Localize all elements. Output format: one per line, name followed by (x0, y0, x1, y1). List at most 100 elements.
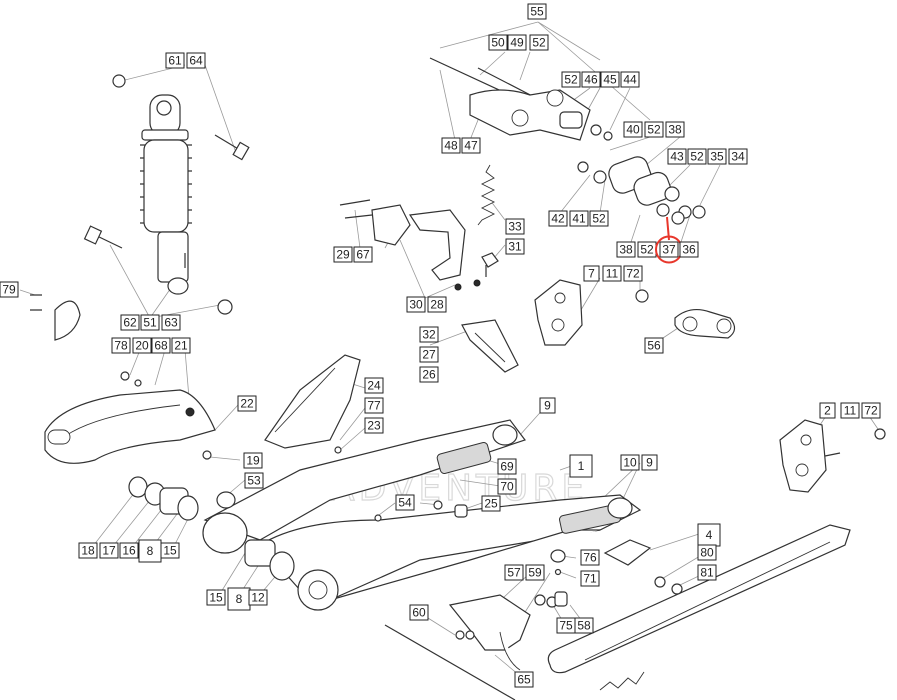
part-label-box (644, 121, 664, 138)
part-label-59: 59 (525, 564, 545, 581)
part-label-text: 60 (412, 606, 426, 620)
part-label-box (111, 337, 131, 354)
part-label-10: 10 (620, 454, 640, 471)
part-label-box (419, 326, 439, 343)
part-label-78: 78 (111, 337, 131, 354)
part-label-text: 52 (640, 243, 654, 257)
part-label-text: 58 (577, 619, 591, 633)
part-label-text: 81 (700, 566, 714, 580)
part-label-box (728, 148, 748, 165)
part-label-50: 50 (488, 34, 508, 51)
part-label-45: 45 (600, 71, 620, 88)
part-label-52: 52 (637, 241, 657, 258)
part-label-41: 41 (569, 210, 589, 227)
highlight-leader (666, 216, 670, 241)
part-label-box (620, 454, 640, 471)
part-label-67: 67 (353, 246, 373, 263)
part-label-text: 22 (240, 397, 254, 411)
part-label-text: 78 (114, 339, 128, 353)
part-label-38: 38 (616, 241, 636, 258)
part-label-68: 68 (151, 337, 171, 354)
part-label-72: 72 (623, 265, 643, 282)
part-label-15: 15 (206, 589, 226, 606)
part-label-64: 64 (186, 52, 206, 69)
part-label-20: 20 (132, 337, 152, 354)
part-label-box (539, 397, 556, 414)
shock-absorber-part (140, 94, 192, 295)
part-label-8: 8 (227, 587, 251, 611)
part-label-text: 67 (356, 248, 370, 262)
part-label-box (644, 337, 664, 354)
part-label-text: 9 (646, 456, 653, 470)
part-label-71: 71 (580, 570, 600, 587)
part-label-text: 34 (731, 150, 745, 164)
part-label-box (697, 564, 717, 581)
part-label-24: 24 (364, 377, 384, 394)
part-label-text: 51 (143, 316, 157, 330)
part-label-text: 52 (592, 212, 606, 226)
part-label-box (333, 246, 353, 263)
part-label-box (488, 34, 508, 51)
part-label-text: 72 (864, 404, 878, 418)
part-label-box (514, 671, 534, 688)
part-label-box (504, 564, 524, 581)
part-label-box (548, 210, 568, 227)
part-label-text: 52 (564, 73, 578, 87)
part-label-text: 33 (508, 220, 522, 234)
part-label-2: 2 (819, 402, 836, 419)
part-label-text: 38 (668, 123, 682, 137)
part-label-box (395, 494, 415, 511)
swingarm-part (202, 419, 642, 611)
part-label-text: 16 (122, 544, 136, 558)
part-label-text: 54 (398, 496, 412, 510)
part-label-box (569, 454, 593, 478)
part-label-text: 53 (247, 474, 261, 488)
part-label-text: 49 (510, 36, 524, 50)
part-label-text: 79 (2, 283, 16, 297)
part-label-box (481, 495, 501, 512)
part-label-26: 26 (419, 366, 439, 383)
part-label-34: 34 (728, 148, 748, 165)
part-label-box (244, 472, 264, 489)
part-label-text: 23 (367, 419, 381, 433)
part-label-35: 35 (707, 148, 727, 165)
part-label-box (237, 395, 257, 412)
part-label-text: 32 (422, 328, 436, 342)
part-label-text: 2 (824, 404, 831, 418)
part-label-text: 1 (578, 459, 585, 473)
part-label-text: 31 (508, 240, 522, 254)
part-label-box (602, 265, 622, 282)
part-label-box (600, 71, 620, 88)
part-label-box (497, 458, 517, 475)
part-label-text: 77 (367, 399, 381, 413)
part-label-52: 52 (644, 121, 664, 138)
part-label-box (505, 218, 525, 235)
part-label-box (160, 542, 180, 559)
part-label-49: 49 (507, 34, 527, 51)
part-label-56: 56 (644, 337, 664, 354)
part-label-box (497, 478, 517, 495)
part-label-9: 9 (539, 397, 556, 414)
part-label-76: 76 (580, 549, 600, 566)
part-label-text: 9 (544, 399, 551, 413)
part-label-text: 24 (367, 379, 381, 393)
part-label-text: 43 (670, 150, 684, 164)
part-label-box (505, 238, 525, 255)
part-label-box (140, 314, 160, 331)
part-label-38: 38 (665, 121, 685, 138)
part-label-text: 26 (422, 368, 436, 382)
part-label-16: 16 (119, 542, 139, 559)
part-label-text: 4 (706, 528, 713, 542)
part-label-box (120, 314, 140, 331)
part-label-text: 7 (588, 267, 595, 281)
part-label-box (419, 346, 439, 363)
part-label-box (589, 210, 609, 227)
part-label-7: 7 (583, 265, 600, 282)
part-label-box (623, 121, 643, 138)
part-label-text: 42 (551, 212, 565, 226)
part-label-58: 58 (574, 617, 594, 634)
part-label-box (151, 337, 171, 354)
part-label-box (574, 617, 594, 634)
part-label-text: 12 (251, 591, 265, 605)
